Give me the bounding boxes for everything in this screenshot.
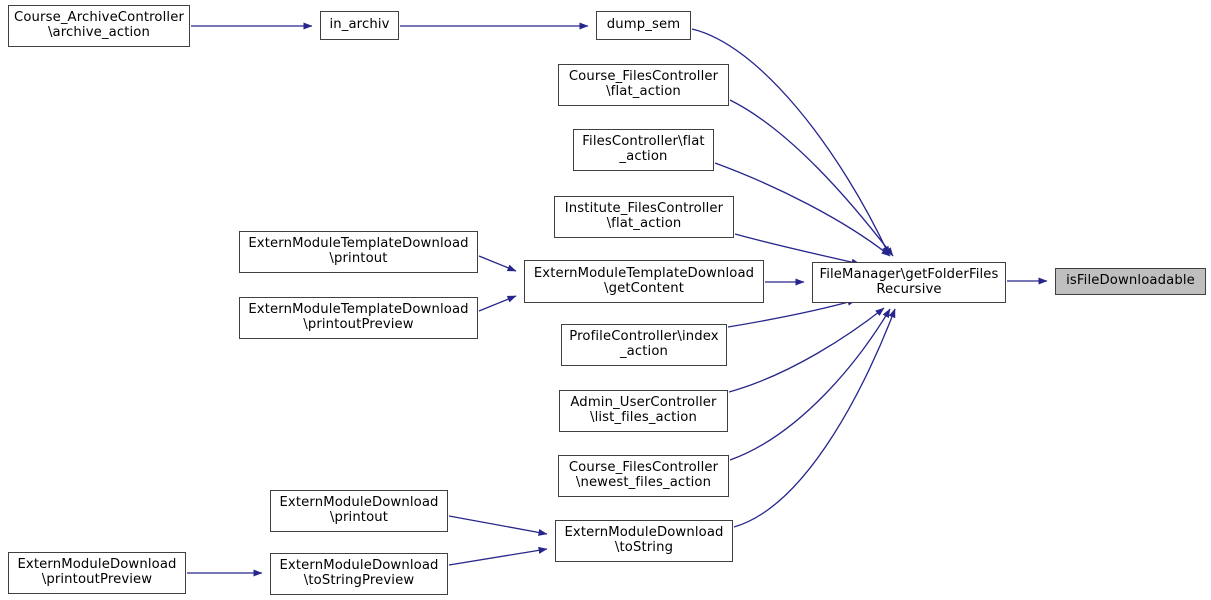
node-label: ExternModuleDownload \printout [279, 495, 439, 525]
node-externmoduledownload_tostring[interactable]: ExternModuleDownload \toString [555, 520, 733, 562]
node-label: Course_FilesController \flat_action [568, 69, 719, 99]
node-course_filescontroller_flat_action[interactable]: Course_FilesController \flat_action [558, 64, 729, 106]
edge-externmoduledownload_tostringpreview-to-externmoduledownload_tostring [448, 546, 548, 566]
edge-course_filescontroller_newest_files_action-to-filemanager_getfolderfilesrecursive [729, 308, 891, 461]
node-label: Admin_UserController \list_files_action [570, 395, 717, 425]
node-dump_sem[interactable]: dump_sem [596, 11, 691, 40]
node-label: Course_FilesController \newest_files_act… [568, 460, 719, 490]
node-externmoduledownload_printoutpreview[interactable]: ExternModuleDownload \printoutPreview [8, 552, 186, 594]
edge-externmoduletemplatedownload_printout-to-externmoduletemplatedownload_getcontent [478, 255, 517, 272]
edge-externmoduledownload_printout-to-externmoduledownload_tostring [448, 515, 548, 536]
edge-admin_usercontroller_list_files_action-to-filemanager_getfolderfilesrecursive [728, 307, 885, 393]
node-label: Course_ArchiveController \archive_action [13, 10, 184, 40]
node-label: in_archiv [329, 17, 390, 33]
node-isfiledownloadable[interactable]: isFileDownloadable [1055, 268, 1206, 295]
node-label: ExternModuleTemplateDownload \printoutPr… [248, 302, 469, 332]
node-course_filescontroller_newest_files_action[interactable]: Course_FilesController \newest_files_act… [558, 455, 729, 497]
node-label: Institute_FilesController \flat_action [564, 201, 724, 231]
node-label: dump_sem [606, 17, 681, 33]
edge-filescontroller_flat_action-to-filemanager_getfolderfilesrecursive [714, 162, 891, 257]
node-course_archive_controller_archive_action[interactable]: Course_ArchiveController \archive_action [8, 5, 190, 47]
node-filescontroller_flat_action[interactable]: FilesController\flat _action [573, 129, 714, 171]
node-externmoduletemplatedownload_getcontent[interactable]: ExternModuleTemplateDownload \getContent [524, 260, 764, 303]
node-externmoduletemplatedownload_printoutpreview[interactable]: ExternModuleTemplateDownload \printoutPr… [239, 297, 478, 339]
node-label: FilesController\flat _action [582, 134, 705, 164]
node-label: ExternModuleDownload \toStringPreview [279, 558, 439, 588]
node-label: ExternModuleTemplateDownload \getContent [533, 265, 755, 296]
edge-externmoduletemplatedownload_printoutpreview-to-externmoduletemplatedownload_getcontent [478, 295, 517, 312]
edge-externmoduledownload_tostring-to-filemanager_getfolderfilesrecursive [733, 308, 896, 528]
edge-profilecontroller_index_action-to-filemanager_getfolderfilesrecursive [727, 298, 857, 328]
node-institute_filescontroller_flat_action[interactable]: Institute_FilesController \flat_action [554, 196, 734, 238]
node-in_archiv[interactable]: in_archiv [320, 11, 399, 40]
node-label: FileManager\getFolderFiles Recursive [819, 266, 999, 297]
node-admin_usercontroller_list_files_action[interactable]: Admin_UserController \list_files_action [559, 390, 728, 432]
node-externmoduletemplatedownload_printout[interactable]: ExternModuleTemplateDownload \printout [239, 231, 478, 273]
node-filemanager_getfolderfilesrecursive[interactable]: FileManager\getFolderFiles Recursive [812, 262, 1006, 303]
node-label: ExternModuleTemplateDownload \printout [248, 236, 469, 266]
node-label: isFileDownloadable [1066, 273, 1195, 289]
node-label: ExternModuleDownload \toString [564, 525, 724, 555]
node-label: ExternModuleDownload \printoutPreview [17, 557, 177, 587]
node-label: ProfileController\index _action [569, 329, 719, 359]
node-profilecontroller_index_action[interactable]: ProfileController\index _action [561, 324, 727, 366]
node-externmoduledownload_tostringpreview[interactable]: ExternModuleDownload \toStringPreview [270, 553, 448, 595]
edge-course_filescontroller_flat_action-to-filemanager_getfolderfilesrecursive [729, 99, 894, 257]
node-externmoduledownload_printout[interactable]: ExternModuleDownload \printout [270, 490, 448, 532]
